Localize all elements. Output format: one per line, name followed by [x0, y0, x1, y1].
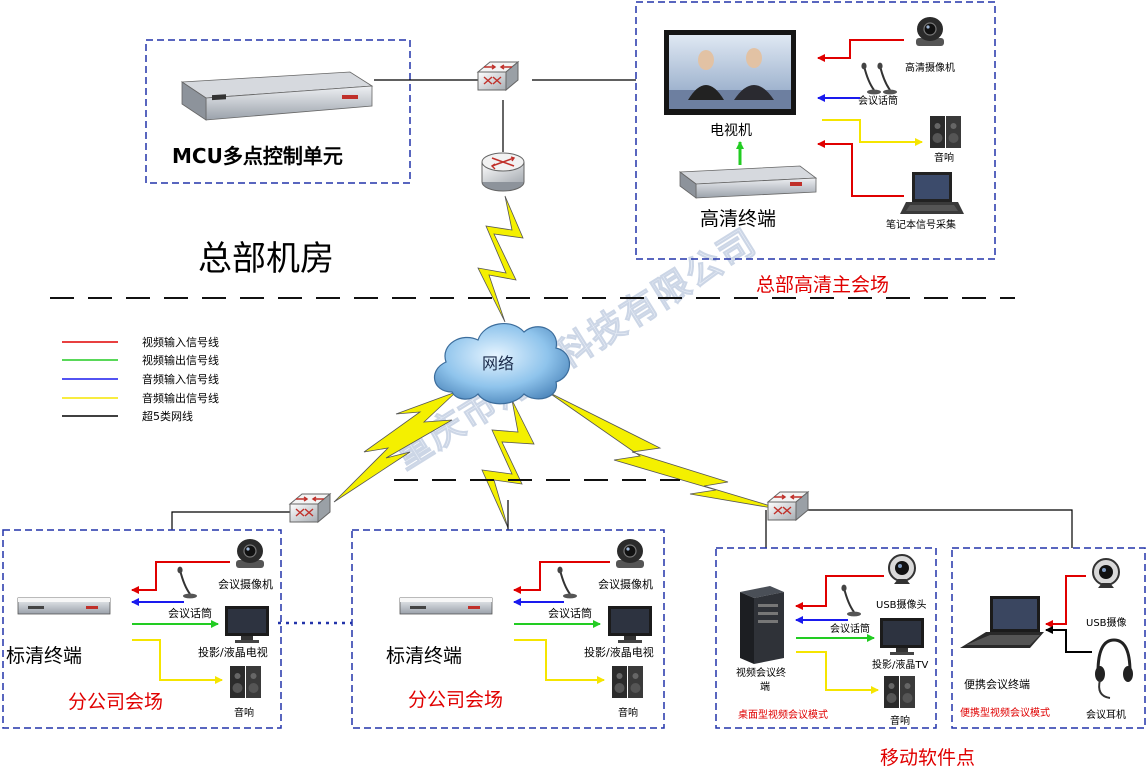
desktop-terminal-tower	[740, 586, 784, 664]
lightning-hq	[477, 195, 524, 323]
branch1-speaker-label: 音响	[234, 706, 254, 719]
hq-venue-frame	[635, 1, 996, 260]
legend-label-cat5: 超5类网线	[142, 409, 193, 423]
branch2-frame	[351, 529, 665, 729]
lightning-mobile	[547, 391, 785, 511]
branch1-terminal-label: 标清终端	[6, 645, 82, 667]
branch2-terminal-label: 标清终端	[386, 645, 462, 667]
branch2-display	[608, 606, 652, 643]
svg-text:重庆市河汉科技有限公司: 重庆市河汉科技有限公司	[388, 221, 764, 477]
desktop-video-in	[795, 575, 884, 610]
branch1-venue-label: 分公司会场	[68, 691, 163, 713]
portable-headset	[1095, 638, 1133, 699]
portable-laptop	[960, 596, 1044, 648]
portable-terminal-label: 便携会议终端	[964, 677, 1030, 691]
hq-laptop-label: 笔记本信号采集	[886, 218, 956, 231]
hq-speaker-label: 音响	[934, 151, 954, 164]
hq-audio-out	[822, 119, 923, 146]
mobile-portable-cable	[806, 509, 1073, 548]
branch1-camera	[235, 538, 265, 569]
lightning-branch1	[333, 391, 457, 503]
mcu-device	[180, 71, 374, 121]
hq-room-label: 总部机房	[198, 239, 334, 279]
branch1-frame	[2, 529, 282, 729]
branch1-audio-out	[132, 639, 223, 684]
desktop-terminal-label-line1: 视频会议终	[736, 666, 786, 679]
mobile-switch	[767, 491, 809, 521]
branch2-display-label: 投影/液晶电视	[584, 645, 654, 659]
desktop-terminal-label-line2: 端	[760, 680, 770, 693]
hq-speaker	[930, 116, 961, 148]
branch1-display-label: 投影/液晶电视	[198, 645, 268, 659]
mcu-label: MCU多点控制单元	[172, 144, 343, 168]
branch2-camera	[615, 538, 645, 569]
legend: 视频输入信号线 视频输出信号线 音频输入信号线 音频输出信号线 超5类网线	[62, 335, 219, 423]
hq-camera-label: 高清摄像机	[905, 61, 955, 74]
branch2-speaker-label: 音响	[618, 706, 638, 719]
desktop-camera-label: USB摄像头	[876, 598, 927, 611]
company-watermark: 重庆市河汉科技有限公司	[388, 221, 765, 478]
portable-video-in	[1045, 575, 1086, 628]
branch2-speaker	[612, 666, 643, 698]
desktop-webcam	[888, 554, 916, 585]
desktop-mic-label: 会议话筒	[830, 622, 870, 635]
legend-label-video-out: 视频输出信号线	[142, 353, 219, 367]
hq-switch	[477, 61, 519, 91]
portable-mode-label: 便携型视频会议模式	[960, 706, 1050, 719]
legend-label-audio-in: 音频输入信号线	[142, 372, 219, 386]
branch2-terminal-device	[399, 597, 493, 615]
desktop-speaker	[884, 676, 915, 708]
hq-camera-video-in	[817, 39, 904, 62]
branch1-switch	[289, 493, 331, 523]
branch2-camera-label: 会议摄像机	[598, 577, 653, 591]
branch2-audio-out	[514, 639, 605, 684]
branch1-uplink-cable	[171, 511, 290, 530]
desktop-display-label: 投影/液晶TV	[872, 658, 928, 671]
hq-mic-label: 会议话筒	[858, 94, 898, 107]
desktop-frame	[715, 547, 937, 729]
hq-mic-2	[876, 61, 898, 96]
branch2-mic-label: 会议话筒	[548, 606, 592, 620]
network-label: 网络	[482, 354, 514, 373]
hq-camera	[915, 16, 945, 47]
branch2-venue-label: 分公司会场	[408, 689, 503, 711]
hq-terminal-label: 高清终端	[700, 208, 776, 230]
mobile-section-title: 移动软件点	[880, 747, 975, 769]
branch2-video-in	[513, 561, 610, 594]
portable-camera-label: USB摄像	[1086, 616, 1127, 629]
mcu-frame	[145, 39, 411, 184]
desktop-mic	[840, 583, 862, 618]
hq-venue-title: 总部高清主会场	[756, 274, 889, 296]
hq-laptop	[900, 172, 964, 214]
branch1-mic-label: 会议话筒	[168, 606, 212, 620]
branch1-camera-label: 会议摄像机	[218, 577, 273, 591]
desktop-speaker-label: 音响	[890, 714, 910, 727]
portable-headset-label: 会议耳机	[1086, 708, 1126, 721]
portable-webcam	[1092, 558, 1120, 589]
legend-label-video-in: 视频输入信号线	[142, 335, 219, 349]
branch1-speaker	[230, 666, 261, 698]
hq-tv	[664, 30, 796, 115]
desktop-audio-out	[796, 651, 879, 694]
hq-terminal-device	[678, 165, 818, 199]
hq-laptop-video-in	[817, 140, 904, 197]
legend-label-audio-out: 音频输出信号线	[142, 391, 219, 405]
branch1-terminal-device	[17, 597, 111, 615]
desktop-display	[880, 618, 924, 655]
hq-router	[481, 152, 525, 192]
branch1-display	[225, 606, 269, 643]
hq-tv-label: 电视机	[710, 123, 752, 139]
branch1-video-in	[131, 561, 230, 594]
portable-audio-link	[1045, 626, 1092, 653]
branch2-mic	[556, 565, 578, 600]
branch1-mic	[176, 565, 198, 600]
network-cloud	[434, 323, 571, 405]
desktop-mode-label: 桌面型视频会议模式	[738, 708, 828, 721]
portable-frame	[951, 547, 1146, 729]
